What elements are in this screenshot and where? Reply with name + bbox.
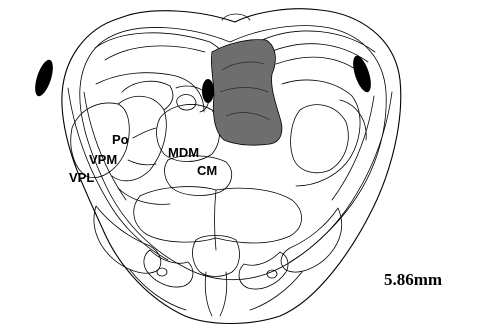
- label-vpl: VPL: [69, 170, 94, 185]
- label-vpm: VPM: [89, 152, 117, 167]
- top-fold-right-3: [276, 57, 362, 74]
- top-fold-left-2: [105, 46, 205, 60]
- brainstem-midline: [215, 190, 217, 250]
- nucleus-po-outline: [122, 81, 173, 110]
- right-capsule-inner: [332, 96, 374, 200]
- left-dark-marker: [31, 58, 56, 98]
- top-fold-right-2: [270, 44, 368, 62]
- right-capsule-outer: [290, 92, 392, 262]
- left-thalamus-boundary: [96, 73, 204, 112]
- section-depth-label: 5.86mm: [384, 270, 442, 290]
- bottom-lobule-left: [144, 250, 193, 287]
- label-cm: CM: [197, 163, 217, 178]
- lesion-area: [211, 40, 281, 146]
- brainstem-upper: [134, 187, 302, 243]
- midline-small-ring-left: [177, 95, 196, 110]
- bottom-lobule-right: [239, 252, 288, 289]
- left-subthalamic: [118, 188, 170, 204]
- right-nucleus-lateral: [340, 100, 366, 140]
- vpm-leader-line: [128, 160, 156, 165]
- bottom-left-fold: [130, 270, 186, 310]
- left-cerebral-peduncle: [94, 206, 161, 273]
- po-leader-line: [133, 128, 156, 138]
- label-mdm: MDM: [168, 145, 199, 160]
- label-po: Po: [112, 132, 129, 147]
- right-nucleus-vp: [291, 105, 349, 173]
- right-dark-marker: [349, 54, 374, 94]
- bottom-right-fold: [250, 272, 302, 310]
- center-dark-marker: [202, 79, 214, 103]
